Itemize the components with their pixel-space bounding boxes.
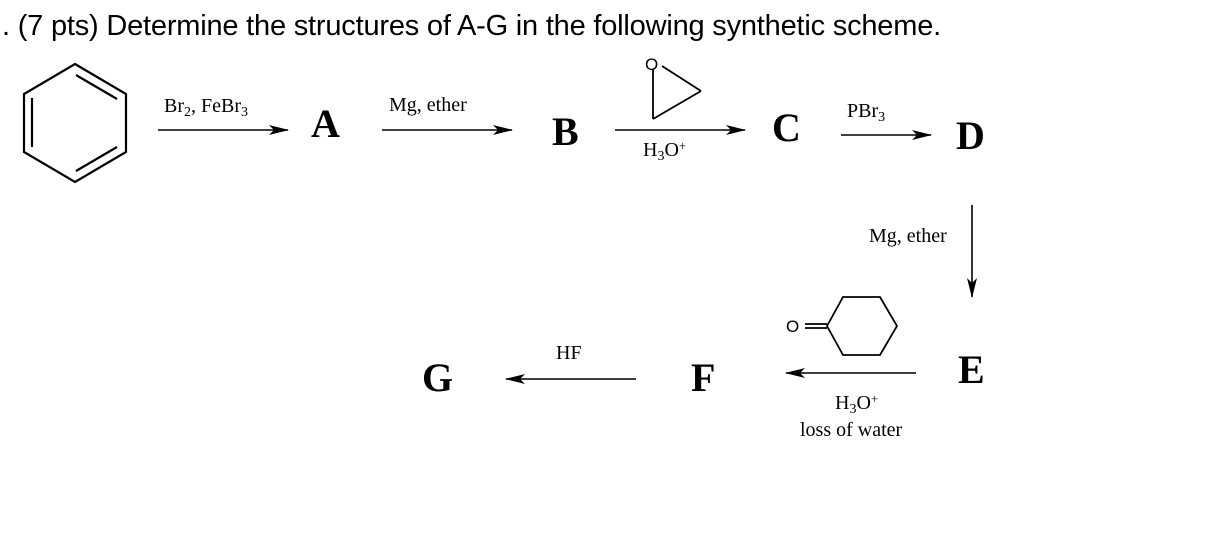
ethylene-oxide-structure (652, 65, 702, 120)
reagent-h3o-plus-1: H3O+ (643, 138, 687, 164)
reagent-mg-ether-2: Mg, ether (869, 225, 947, 247)
compound-G-label: G (422, 355, 454, 400)
compound-F-label: F (691, 355, 716, 400)
benzene-structure (22, 62, 128, 184)
compound-A-label: A (311, 101, 340, 146)
reagent-pbr3: PBr3 (847, 100, 886, 125)
reagent-h3o-plus-2: H3O+ (835, 391, 879, 417)
compound-B-label: B (552, 109, 579, 154)
reagent-mg-ether-1: Mg, ether (389, 94, 467, 116)
reagent-hf: HF (556, 342, 582, 364)
epoxide-oxygen: O (645, 55, 658, 74)
compound-E-label: E (958, 347, 985, 392)
cyclohexanone-structure (805, 296, 899, 356)
reagent-br2-febr3: Br2, FeBr3 (164, 95, 248, 120)
cyclohexanone-oxygen: O (786, 317, 799, 336)
compound-C-label: C (772, 105, 801, 150)
question-text: . (7 pts) Determine the structures of A-… (2, 10, 941, 42)
reagent-loss-of-water: loss of water (800, 419, 903, 441)
compound-D-label: D (956, 113, 985, 158)
